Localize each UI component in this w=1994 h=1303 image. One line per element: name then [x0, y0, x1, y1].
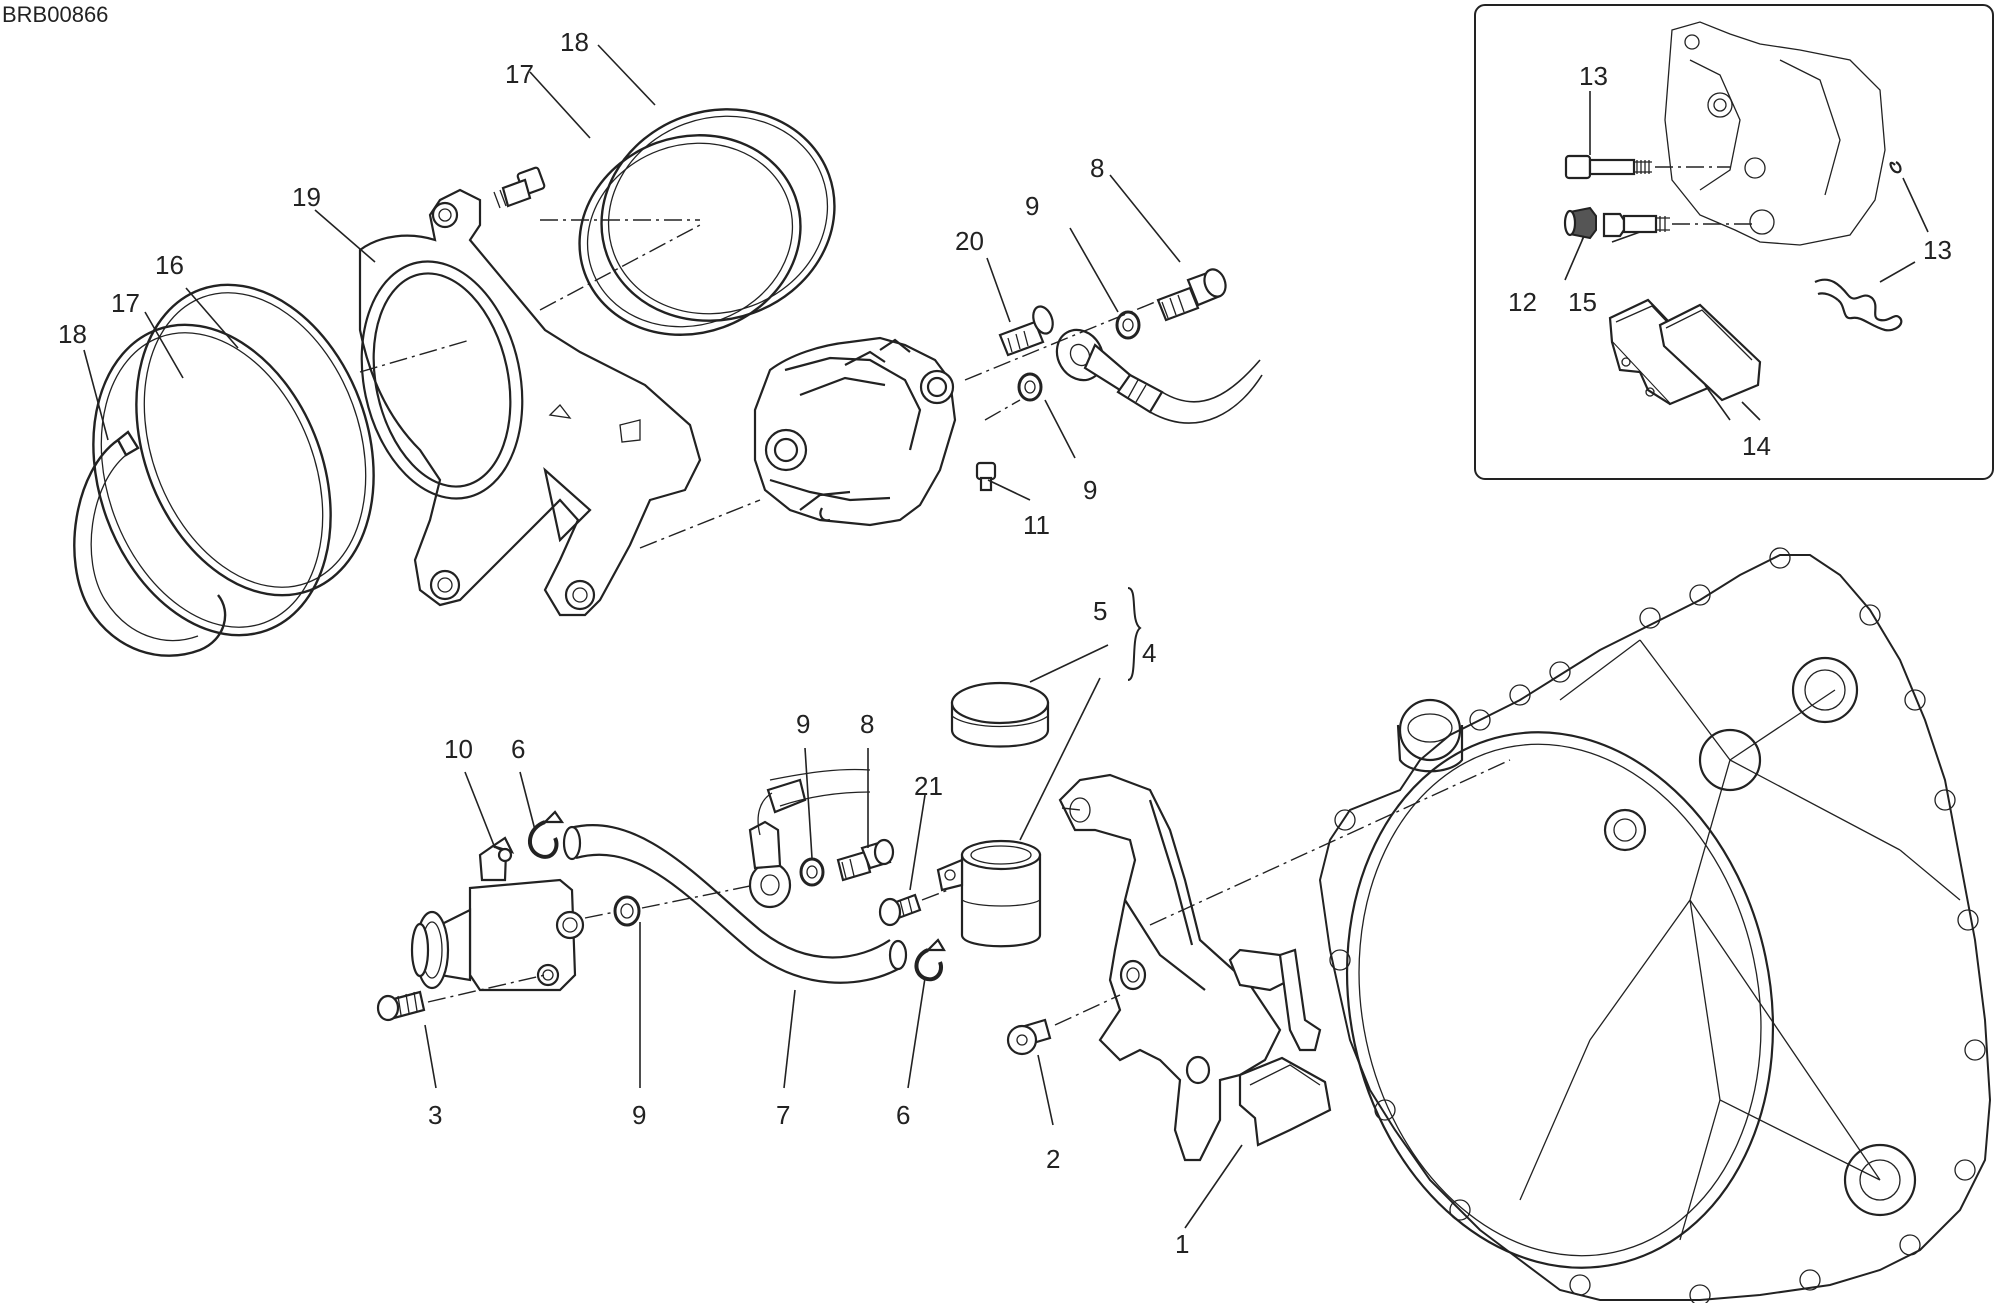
bleed-valve: [1602, 212, 1755, 238]
caliper-bleed-screw: [975, 461, 997, 492]
pad-pin: [1564, 154, 1730, 180]
brake-hose-rear: [1055, 328, 1263, 424]
callout-label: 17: [505, 59, 534, 89]
callout-label: 6: [896, 1100, 910, 1130]
callout-label: 18: [560, 27, 589, 57]
callout-label: 9: [1083, 475, 1097, 505]
callout-label: 7: [776, 1100, 790, 1130]
master-cylinder: [410, 836, 585, 992]
callout-label: 10: [444, 734, 473, 764]
callout-label: 8: [860, 709, 874, 739]
bracket-screw: [1006, 1018, 1052, 1056]
callout-label: 18: [58, 319, 87, 349]
callout-label: 13: [1579, 61, 1608, 91]
engine-casing: [1318, 547, 1992, 1303]
callout-label: 16: [155, 250, 184, 280]
callout-label: 9: [796, 709, 810, 739]
callout-label: 2: [1046, 1144, 1060, 1174]
banjo-bolt: [1156, 268, 1227, 322]
callout-label: 12: [1508, 287, 1537, 317]
pad-spring: [1814, 278, 1903, 332]
reservoir-screw: [878, 893, 922, 927]
callout-label: 8: [1090, 153, 1104, 183]
brake-caliper: [753, 336, 957, 527]
callout-label: 5: [1093, 596, 1107, 626]
caliper-bracket: [358, 188, 702, 617]
callout-label: 15: [1568, 287, 1597, 317]
callout-label: 6: [511, 734, 525, 764]
brake-pads: [1608, 298, 1762, 406]
callout-label: 9: [632, 1100, 646, 1130]
callout-label: 19: [292, 182, 321, 212]
reservoir-cap: [950, 681, 1050, 748]
hose-clamp-lower: [914, 938, 946, 982]
bracket-bolt: [493, 166, 546, 209]
callout-label: 13: [1923, 235, 1952, 265]
diagram-code: BRB00866: [2, 2, 109, 27]
callout-label: 14: [1742, 431, 1771, 461]
reservoir-hose: [562, 824, 908, 984]
callout-label: 9: [1025, 191, 1039, 221]
callout-labels: 1 2 3 4 5 6 6 7 8 8 9 9 9 9 10 11 12 13 …: [58, 27, 1952, 1259]
master-cylinder-bracket: [1058, 773, 1332, 1162]
callout-label: 4: [1142, 638, 1156, 668]
callout-label: 11: [1023, 510, 1050, 540]
banjo-bolt-lower: [836, 838, 895, 882]
callout-label: 1: [1175, 1229, 1189, 1259]
fluid-reservoir: [936, 839, 1042, 948]
banjo-fitting: [748, 768, 871, 909]
caliper-screw: [998, 305, 1054, 357]
callout-label: 21: [914, 771, 943, 801]
callout-label: 20: [955, 226, 984, 256]
bleed-cap: [1563, 206, 1597, 240]
hose-clamp: [528, 810, 565, 859]
leader-lines: [83, 44, 1243, 1229]
callout-label: 17: [111, 288, 140, 318]
mounting-screw: [376, 990, 426, 1022]
callout-label: 3: [428, 1100, 442, 1130]
inset-panel: [1474, 4, 1994, 480]
